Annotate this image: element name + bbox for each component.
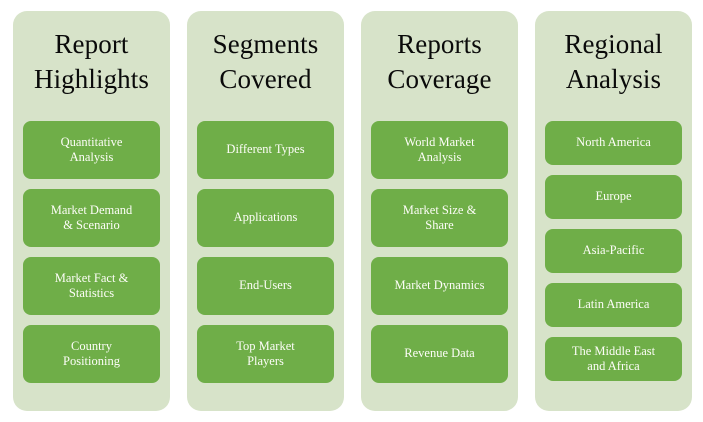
list-item[interactable]: World Market Analysis <box>371 121 508 179</box>
list-item[interactable]: North America <box>545 121 682 165</box>
list-item[interactable]: Applications <box>197 189 334 247</box>
list-item[interactable]: Top Market Players <box>197 325 334 383</box>
list-item[interactable]: Europe <box>545 175 682 219</box>
column-report-highlights: Report Highlights Quantitative Analysis … <box>13 11 170 411</box>
list-item[interactable]: Latin America <box>545 283 682 327</box>
list-item[interactable]: Market Fact & Statistics <box>23 257 160 315</box>
column-title-segments-covered: Segments Covered <box>212 29 319 94</box>
list-item[interactable]: Market Demand & Scenario <box>23 189 160 247</box>
item-list-segments-covered: Different Types Applications End-Users T… <box>197 121 334 411</box>
column-title-regional-analysis: Regional Analysis <box>564 29 663 94</box>
column-segments-covered: Segments Covered Different Types Applica… <box>187 11 344 411</box>
list-item[interactable]: End-Users <box>197 257 334 315</box>
list-item[interactable]: Market Dynamics <box>371 257 508 315</box>
column-reports-coverage: Reports Coverage World Market Analysis M… <box>361 11 518 411</box>
item-list-reports-coverage: World Market Analysis Market Size & Shar… <box>371 121 508 411</box>
list-item[interactable]: Market Size & Share <box>371 189 508 247</box>
column-title-reports-coverage: Reports Coverage <box>387 29 492 94</box>
item-list-regional-analysis: North America Europe Asia-Pacific Latin … <box>545 121 682 411</box>
list-item[interactable]: Revenue Data <box>371 325 508 383</box>
item-list-report-highlights: Quantitative Analysis Market Demand & Sc… <box>23 121 160 411</box>
list-item[interactable]: Quantitative Analysis <box>23 121 160 179</box>
list-item[interactable]: The Middle East and Africa <box>545 337 682 381</box>
list-item[interactable]: Different Types <box>197 121 334 179</box>
column-regional-analysis: Regional Analysis North America Europe A… <box>535 11 692 411</box>
column-title-report-highlights: Report Highlights <box>33 29 149 94</box>
list-item[interactable]: Asia-Pacific <box>545 229 682 273</box>
list-item[interactable]: Country Positioning <box>23 325 160 383</box>
